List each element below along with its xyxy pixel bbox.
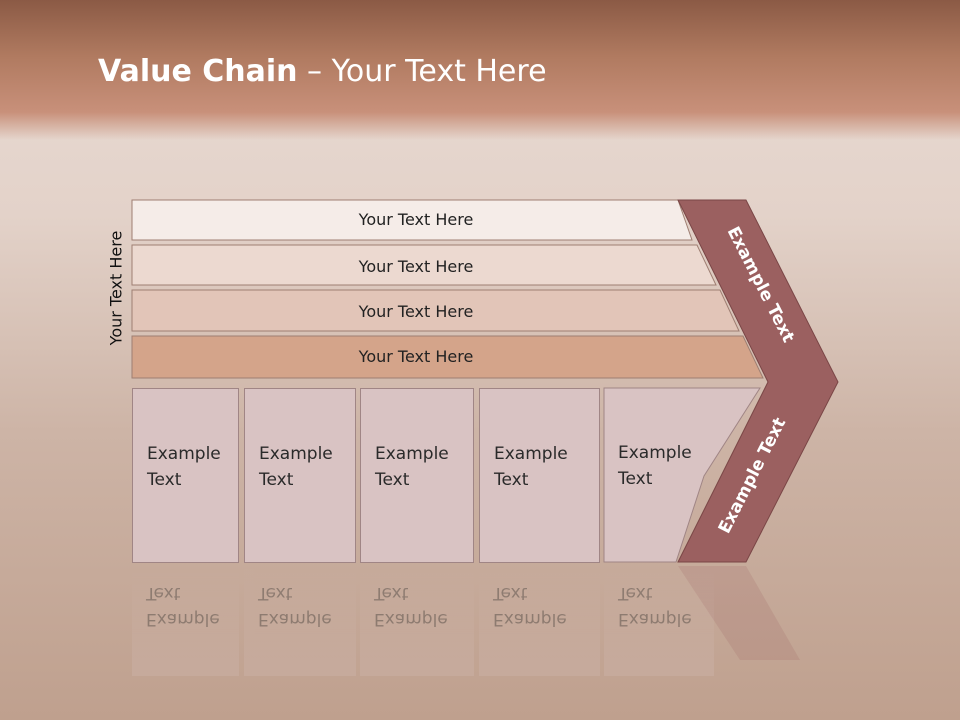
box-4[interactable]: Example Text	[479, 388, 600, 563]
title-rest: – Your Text Here	[297, 54, 547, 89]
box-1-line1: Example	[147, 444, 221, 464]
box-1-reflection-line1: Example	[146, 609, 220, 629]
title-bold: Value Chain	[98, 54, 298, 89]
box-2-reflection-line2: Text	[258, 583, 293, 603]
box-3-line2: Text	[375, 470, 410, 490]
band-1-label: Your Text Here	[358, 210, 474, 229]
box-2-reflection: Example Text	[244, 566, 356, 676]
box-4-reflection-line1: Example	[493, 609, 567, 629]
slide-title: Value Chain – Your Text Here	[98, 54, 547, 89]
box-3-reflection-line2: Text	[374, 583, 409, 603]
box-3-line1: Example	[375, 444, 449, 464]
band-2-label: Your Text Here	[358, 257, 474, 276]
box-1-line2: Text	[147, 470, 182, 490]
box-4-line2: Text	[494, 470, 529, 490]
box-3-reflection-line1: Example	[374, 609, 448, 629]
box-4-reflection-line2: Text	[493, 583, 528, 603]
box-1[interactable]: Example Text	[132, 388, 239, 563]
box-4-line1: Example	[494, 444, 568, 464]
box-5-reflection-line1: Example	[618, 609, 692, 629]
box-5-reflection-line2: Text	[618, 583, 653, 603]
box-5-shape	[603, 387, 761, 563]
band-4-label: Your Text Here	[358, 347, 474, 366]
box-2-line1: Example	[259, 444, 333, 464]
band-3[interactable]	[131, 289, 740, 332]
box-5-reflection: Example Text	[604, 566, 714, 676]
box-1-reflection-line2: Text	[146, 583, 181, 603]
box-4-reflection: Example Text	[479, 566, 600, 676]
box-3-reflection: Example Text	[360, 566, 474, 676]
band-4[interactable]	[131, 335, 764, 379]
band-3-label: Your Text Here	[358, 302, 474, 321]
band-1[interactable]	[131, 199, 693, 241]
box-3[interactable]: Example Text	[360, 388, 474, 563]
chevron-arrow[interactable]	[677, 199, 839, 563]
box-5[interactable]: Example Text	[604, 388, 694, 563]
band-2[interactable]	[131, 244, 717, 286]
box-2-line2: Text	[259, 470, 294, 490]
chevron-reflection	[678, 566, 800, 660]
title-bar	[0, 0, 960, 140]
box-5-line2: Text	[618, 469, 653, 489]
box-2[interactable]: Example Text	[244, 388, 356, 563]
box-1-reflection: Example Text	[132, 566, 239, 676]
box-2-reflection-line1: Example	[258, 609, 332, 629]
box-5-line1: Example	[618, 443, 692, 463]
